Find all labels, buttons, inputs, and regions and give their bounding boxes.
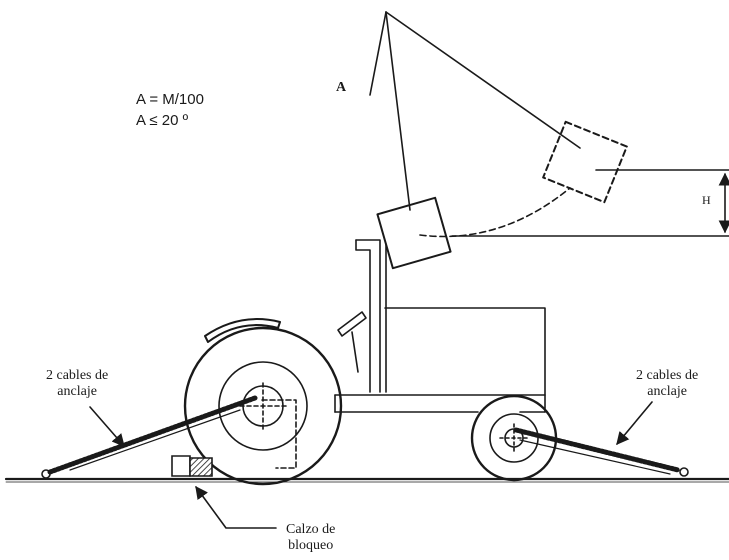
right-anchor-cable: [513, 427, 689, 477]
rear-wheel: [183, 326, 343, 486]
swing-trajectory: [419, 187, 571, 238]
wheel-chock: [171, 455, 213, 477]
tractor-body: [334, 307, 546, 413]
rear-fender: [204, 318, 281, 343]
left-cables-label: 2 cables de anclaje: [46, 368, 108, 400]
height-label: H: [702, 193, 711, 207]
ground-line: [4, 477, 729, 483]
formula-line-2: A ≤ 20 º: [136, 112, 189, 129]
chock-label-line-1: Calzo de: [286, 522, 336, 537]
right-cables-label-line-2: anclaje: [647, 384, 687, 399]
left-cable-pointer-arrow: [89, 406, 125, 447]
angle-label: A: [336, 80, 347, 95]
pendulum-block: [376, 196, 452, 270]
steering-wheel: [337, 311, 367, 373]
pendulum-suspension: [369, 11, 581, 211]
left-cables-label-line-1: 2 cables de: [46, 368, 109, 383]
right-cables-label-line-1: 2 cables de: [636, 368, 699, 383]
chock-label: Calzo de bloqueo: [286, 522, 335, 554]
rollover-frame: [355, 239, 387, 393]
right-cables-label: 2 cables de anclaje: [636, 368, 698, 400]
left-cables-label-line-2: anclaje: [57, 384, 97, 399]
right-cable-pointer-arrow: [616, 401, 653, 445]
formula-line-1: A = M/100: [136, 91, 204, 108]
chock-label-line-2: bloqueo: [288, 538, 334, 553]
rear-anchor-bracket: [261, 399, 297, 469]
left-anchor-cable: [41, 395, 258, 479]
chock-pointer-arrow: [195, 485, 277, 529]
height-reference-lines: [451, 169, 729, 237]
pendulum-release-position: [542, 120, 628, 204]
